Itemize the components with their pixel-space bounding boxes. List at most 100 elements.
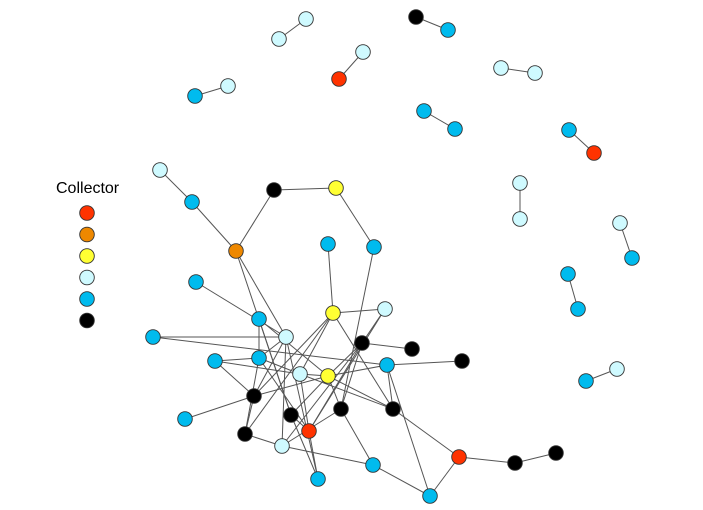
network-edge [214, 360, 255, 397]
network-node [377, 301, 393, 317]
network-edge [299, 312, 334, 375]
legend-swatch [79, 312, 95, 329]
network-node [274, 438, 290, 454]
network-node [493, 60, 509, 76]
network-edge [327, 342, 363, 377]
network-edge [386, 360, 463, 366]
network-node [237, 426, 253, 442]
network-node [561, 122, 577, 138]
network-node [251, 311, 267, 327]
network-node [177, 411, 193, 427]
network-node [366, 239, 382, 255]
network-node [310, 471, 326, 487]
legend-swatch [79, 291, 95, 307]
network-node [385, 401, 401, 417]
network-node [365, 457, 381, 473]
network-edge [281, 445, 374, 466]
network-node [454, 353, 470, 369]
network-edge [253, 336, 287, 397]
network-edge [458, 456, 516, 464]
network-node [355, 44, 371, 60]
network-node [184, 194, 200, 210]
network-node [354, 335, 370, 351]
network-edge [253, 375, 329, 397]
network-edge [273, 187, 337, 191]
network-edge [184, 395, 255, 420]
network-node [507, 455, 523, 471]
network-edge [372, 464, 431, 497]
network-node [328, 180, 344, 196]
network-edge [332, 312, 394, 410]
network-node [447, 121, 463, 137]
network-edge [253, 312, 334, 397]
network-node [320, 236, 336, 252]
network-node [283, 407, 299, 423]
network-node [292, 366, 308, 382]
network-edge [327, 364, 388, 377]
legend-title: Collector [56, 180, 120, 197]
network-node [440, 22, 456, 38]
network-node [586, 145, 602, 161]
network-node [548, 445, 564, 461]
network-edge [235, 189, 275, 252]
network-edge [392, 408, 460, 458]
network-edge [340, 408, 374, 466]
legend-swatch [79, 248, 95, 264]
network-edge [335, 187, 375, 248]
network-node [207, 353, 223, 369]
network-edge [235, 250, 287, 338]
network-node [152, 162, 168, 178]
network-edge [340, 246, 375, 410]
network-edge [285, 336, 319, 480]
network-node [278, 329, 294, 345]
network-edge [191, 201, 237, 252]
network-edge [258, 318, 329, 377]
network-node [422, 488, 438, 504]
network-node [609, 361, 625, 377]
network-node [624, 250, 640, 266]
network-node [271, 31, 287, 47]
network-node [187, 88, 203, 104]
network-node [251, 350, 267, 366]
network-edge [308, 308, 386, 432]
network-node [301, 423, 317, 439]
network-edge [332, 308, 386, 314]
legend-swatch [79, 269, 95, 286]
network-node [512, 211, 528, 227]
network-node [298, 11, 314, 27]
network-node [451, 449, 467, 465]
network-node [570, 301, 586, 317]
network-node [560, 266, 576, 282]
network-edge [258, 318, 292, 416]
network-node [404, 341, 420, 357]
network-edge [281, 342, 363, 447]
network-edge [195, 281, 287, 338]
legend-swatch [79, 205, 95, 221]
network-node [333, 401, 349, 417]
network-node [578, 373, 594, 389]
network-node [145, 329, 161, 345]
network-node [246, 388, 262, 404]
network-edge [290, 414, 319, 480]
network-node [188, 274, 204, 290]
network-edge [299, 373, 394, 410]
network-node [612, 215, 628, 231]
legend: Collector [56, 180, 120, 329]
network-edge [281, 336, 287, 447]
network-node [325, 305, 341, 321]
network-node [416, 103, 432, 119]
network-node [220, 78, 236, 94]
network-node [379, 357, 395, 373]
network-node [527, 65, 543, 81]
legend-swatch [79, 226, 95, 243]
network-node [266, 182, 282, 198]
network-node [228, 243, 244, 259]
network-edge [386, 364, 431, 497]
network-node [320, 368, 336, 384]
network-node [408, 9, 424, 25]
network-node [331, 71, 347, 87]
network-edge [340, 342, 363, 410]
network-edge [429, 456, 460, 497]
network-edge [244, 312, 334, 435]
